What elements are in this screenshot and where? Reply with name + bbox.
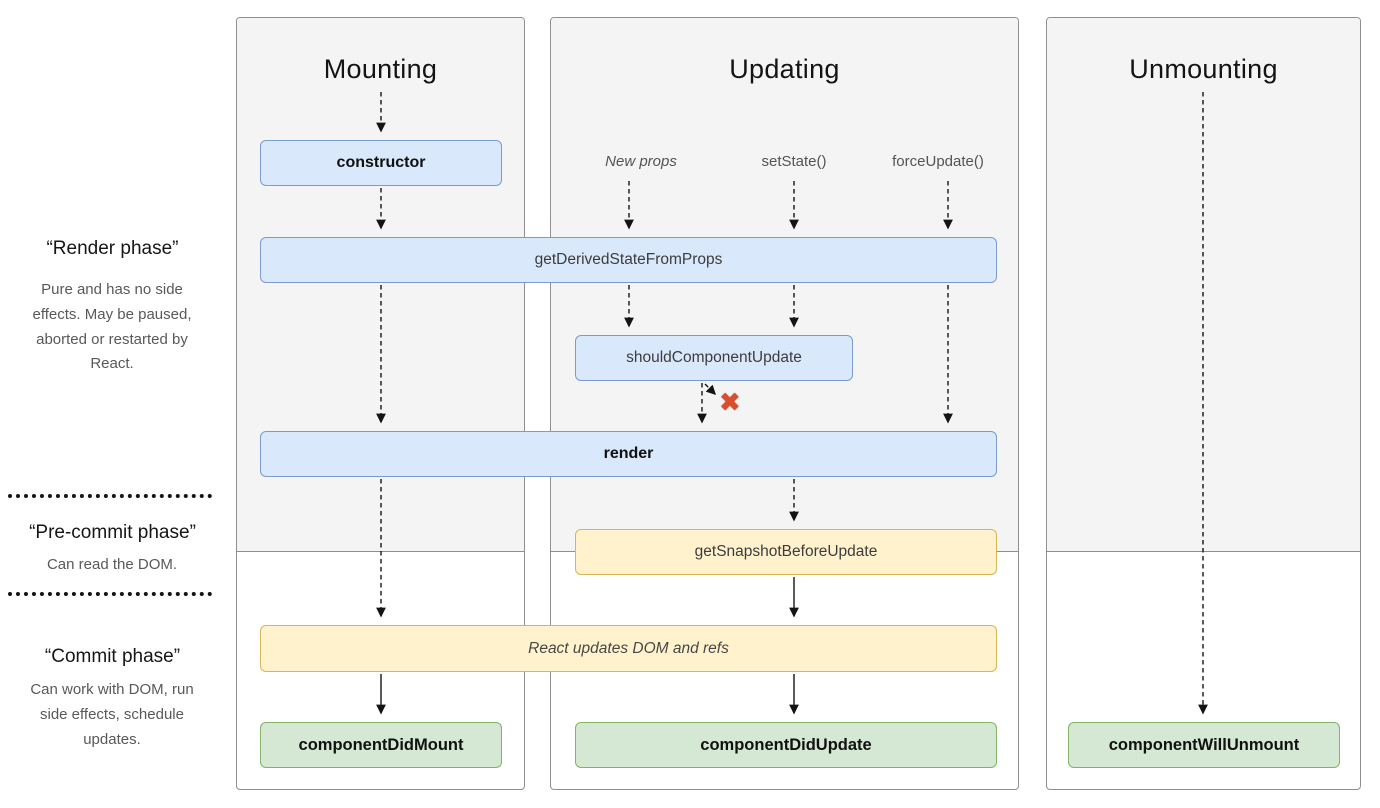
phase-separator-bottom [8, 592, 212, 596]
component-did-mount-box[interactable]: componentDidMount [260, 722, 502, 768]
should-component-update-box[interactable]: shouldComponentUpdate [575, 335, 853, 381]
component-will-unmount-label: componentWillUnmount [1108, 735, 1300, 754]
react-updates-dom-label: React updates DOM and refs [528, 639, 729, 657]
get-snapshot-before-update-label: getSnapshotBeforeUpdate [694, 543, 878, 560]
component-did-update-box[interactable]: componentDidUpdate [575, 722, 997, 768]
render-box[interactable]: render [260, 431, 997, 477]
updating-column-title: Updating [729, 54, 840, 84]
set-state-label: setState() [761, 153, 827, 170]
render-phase-title: “Render phase” [46, 238, 179, 259]
mounting-column-title: Mounting [323, 54, 438, 84]
render-label: render [603, 445, 654, 462]
render-phase-description: Pure and has no side effects. May be pau… [32, 281, 192, 373]
mounting-column: Mounting [236, 17, 525, 790]
commit-phase-title: “Commit phase” [44, 646, 181, 667]
new-props-label: New props [605, 153, 677, 170]
commit-phase-description: Can work with DOM, run side effects, sch… [30, 681, 194, 748]
get-derived-state-from-props-label: getDerivedStateFromProps [534, 251, 723, 268]
component-did-update-label: componentDidUpdate [700, 735, 872, 754]
unmounting-column: Unmounting [1046, 17, 1361, 790]
component-did-mount-label: componentDidMount [298, 735, 464, 754]
update-blocked-x-icon: ✖ [719, 388, 741, 418]
unmounting-column-title: Unmounting [1129, 54, 1278, 84]
unmounting-render-phase-zone [1047, 18, 1360, 552]
should-component-update-label: shouldComponentUpdate [626, 349, 802, 366]
get-snapshot-before-update-box[interactable]: getSnapshotBeforeUpdate [575, 529, 997, 575]
pre-commit-phase-description: Can read the DOM. [46, 556, 178, 573]
updating-column: Updating [550, 17, 1019, 790]
constructor-box[interactable]: constructor [260, 140, 502, 186]
force-update-label: forceUpdate() [892, 153, 984, 170]
component-will-unmount-box[interactable]: componentWillUnmount [1068, 722, 1340, 768]
pre-commit-phase-title: “Pre-commit phase” [29, 522, 196, 543]
get-derived-state-from-props-box[interactable]: getDerivedStateFromProps [260, 237, 997, 283]
phase-separator-top [8, 494, 212, 498]
constructor-label: constructor [336, 154, 426, 171]
react-updates-dom-box: React updates DOM and refs [260, 625, 997, 672]
